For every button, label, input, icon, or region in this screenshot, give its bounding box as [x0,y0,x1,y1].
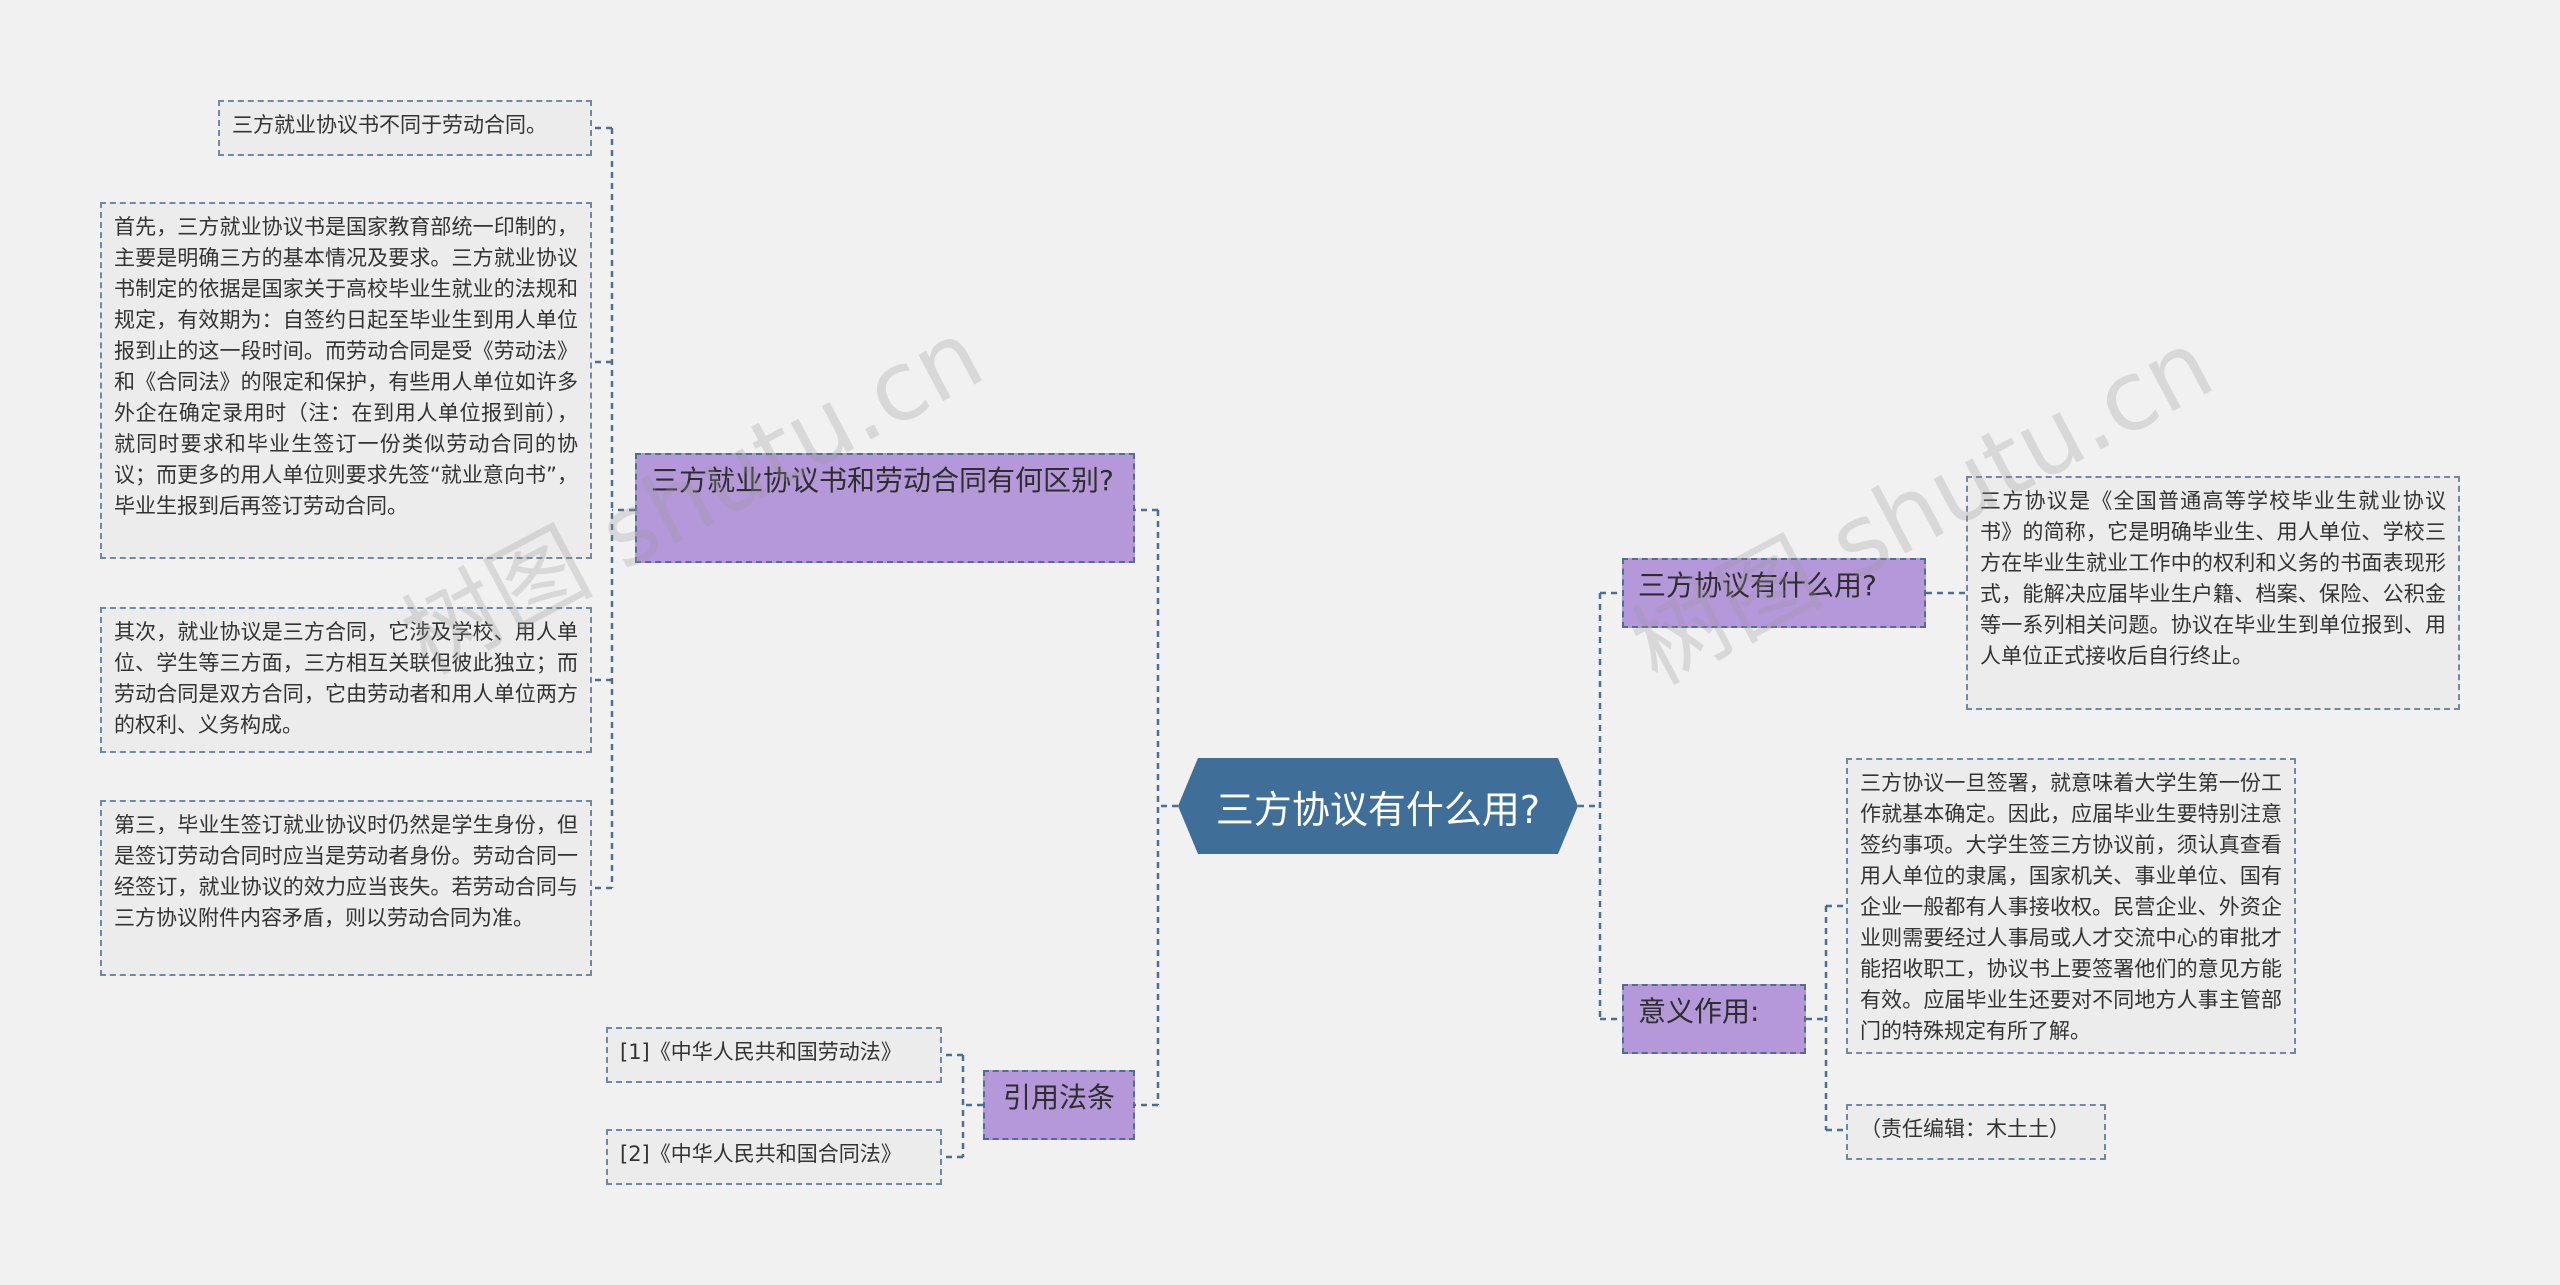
branch-meaning-label: 意义作用: [1638,995,1760,1028]
branch-difference-label: 三方就业协议书和劳动合同有何区别? [651,464,1114,497]
leaf-text: 首先，三方就业协议书是国家教育部统一印制的，主要是明确三方的基本情况及要求。三方… [114,215,578,518]
connector-laws-leaves [942,1053,983,1159]
connector-center-trunk-right [1578,593,1602,1019]
connector-difference-leaves [592,126,635,890]
leaf-difference-first[interactable]: 首先，三方就业协议书是国家教育部统一印制的，主要是明确三方的基本情况及要求。三方… [100,202,592,559]
leaf-difference-third[interactable]: 第三，毕业生签订就业协议时仍然是学生身份，但是签订劳动合同时应当是劳动者身份。劳… [100,800,592,976]
central-topic-label: 三方协议有什么用? [1215,787,1541,832]
leaf-text: 其次，就业协议是三方合同，它涉及学校、用人单位、学生等三方面，三方相互关联但彼此… [114,620,578,737]
leaf-text: （责任编辑：木土土） [1860,1117,2070,1141]
branch-laws[interactable]: 引用法条 [983,1070,1135,1140]
leaf-difference-intro[interactable]: 三方就业协议书不同于劳动合同。 [218,100,592,156]
connector-meaning-leaves [1806,904,1846,1132]
branch-laws-label: 引用法条 [1002,1081,1115,1114]
leaf-law-labor[interactable]: [1]《中华人民共和国劳动法》 [606,1027,942,1083]
leaf-difference-second[interactable]: 其次，就业协议是三方合同，它涉及学校、用人单位、学生等三方面，三方相互关联但彼此… [100,607,592,753]
branch-difference[interactable]: 三方就业协议书和劳动合同有何区别? [635,453,1135,563]
branch-use-label: 三方协议有什么用? [1638,569,1877,602]
branch-use[interactable]: 三方协议有什么用? [1622,558,1926,628]
central-topic[interactable]: 三方协议有什么用? [1178,758,1578,854]
leaf-use-definition[interactable]: 三方协议是《全国普通高等学校毕业生就业协议书》的简称，它是明确毕业生、用人单位、… [1966,476,2460,710]
leaf-text: 三方协议是《全国普通高等学校毕业生就业协议书》的简称，它是明确毕业生、用人单位、… [1980,489,2446,668]
leaf-text: [2]《中华人民共和国合同法》 [620,1142,902,1166]
leaf-text: 三方就业协议书不同于劳动合同。 [232,113,547,137]
leaf-text: [1]《中华人民共和国劳动法》 [620,1040,902,1064]
leaf-text: 三方协议一旦签署，就意味着大学生第一份工作就基本确定。因此，应届毕业生要特别注意… [1860,771,2282,1043]
leaf-text: 第三，毕业生签订就业协议时仍然是学生身份，但是签订劳动合同时应当是劳动者身份。劳… [114,813,578,930]
leaf-law-contract[interactable]: [2]《中华人民共和国合同法》 [606,1129,942,1185]
connector-center-trunk-left [1156,510,1178,1105]
leaf-meaning-detail[interactable]: 三方协议一旦签署，就意味着大学生第一份工作就基本确定。因此，应届毕业生要特别注意… [1846,758,2296,1054]
leaf-meaning-editor[interactable]: （责任编辑：木土土） [1846,1104,2106,1160]
branch-meaning[interactable]: 意义作用: [1622,984,1806,1054]
